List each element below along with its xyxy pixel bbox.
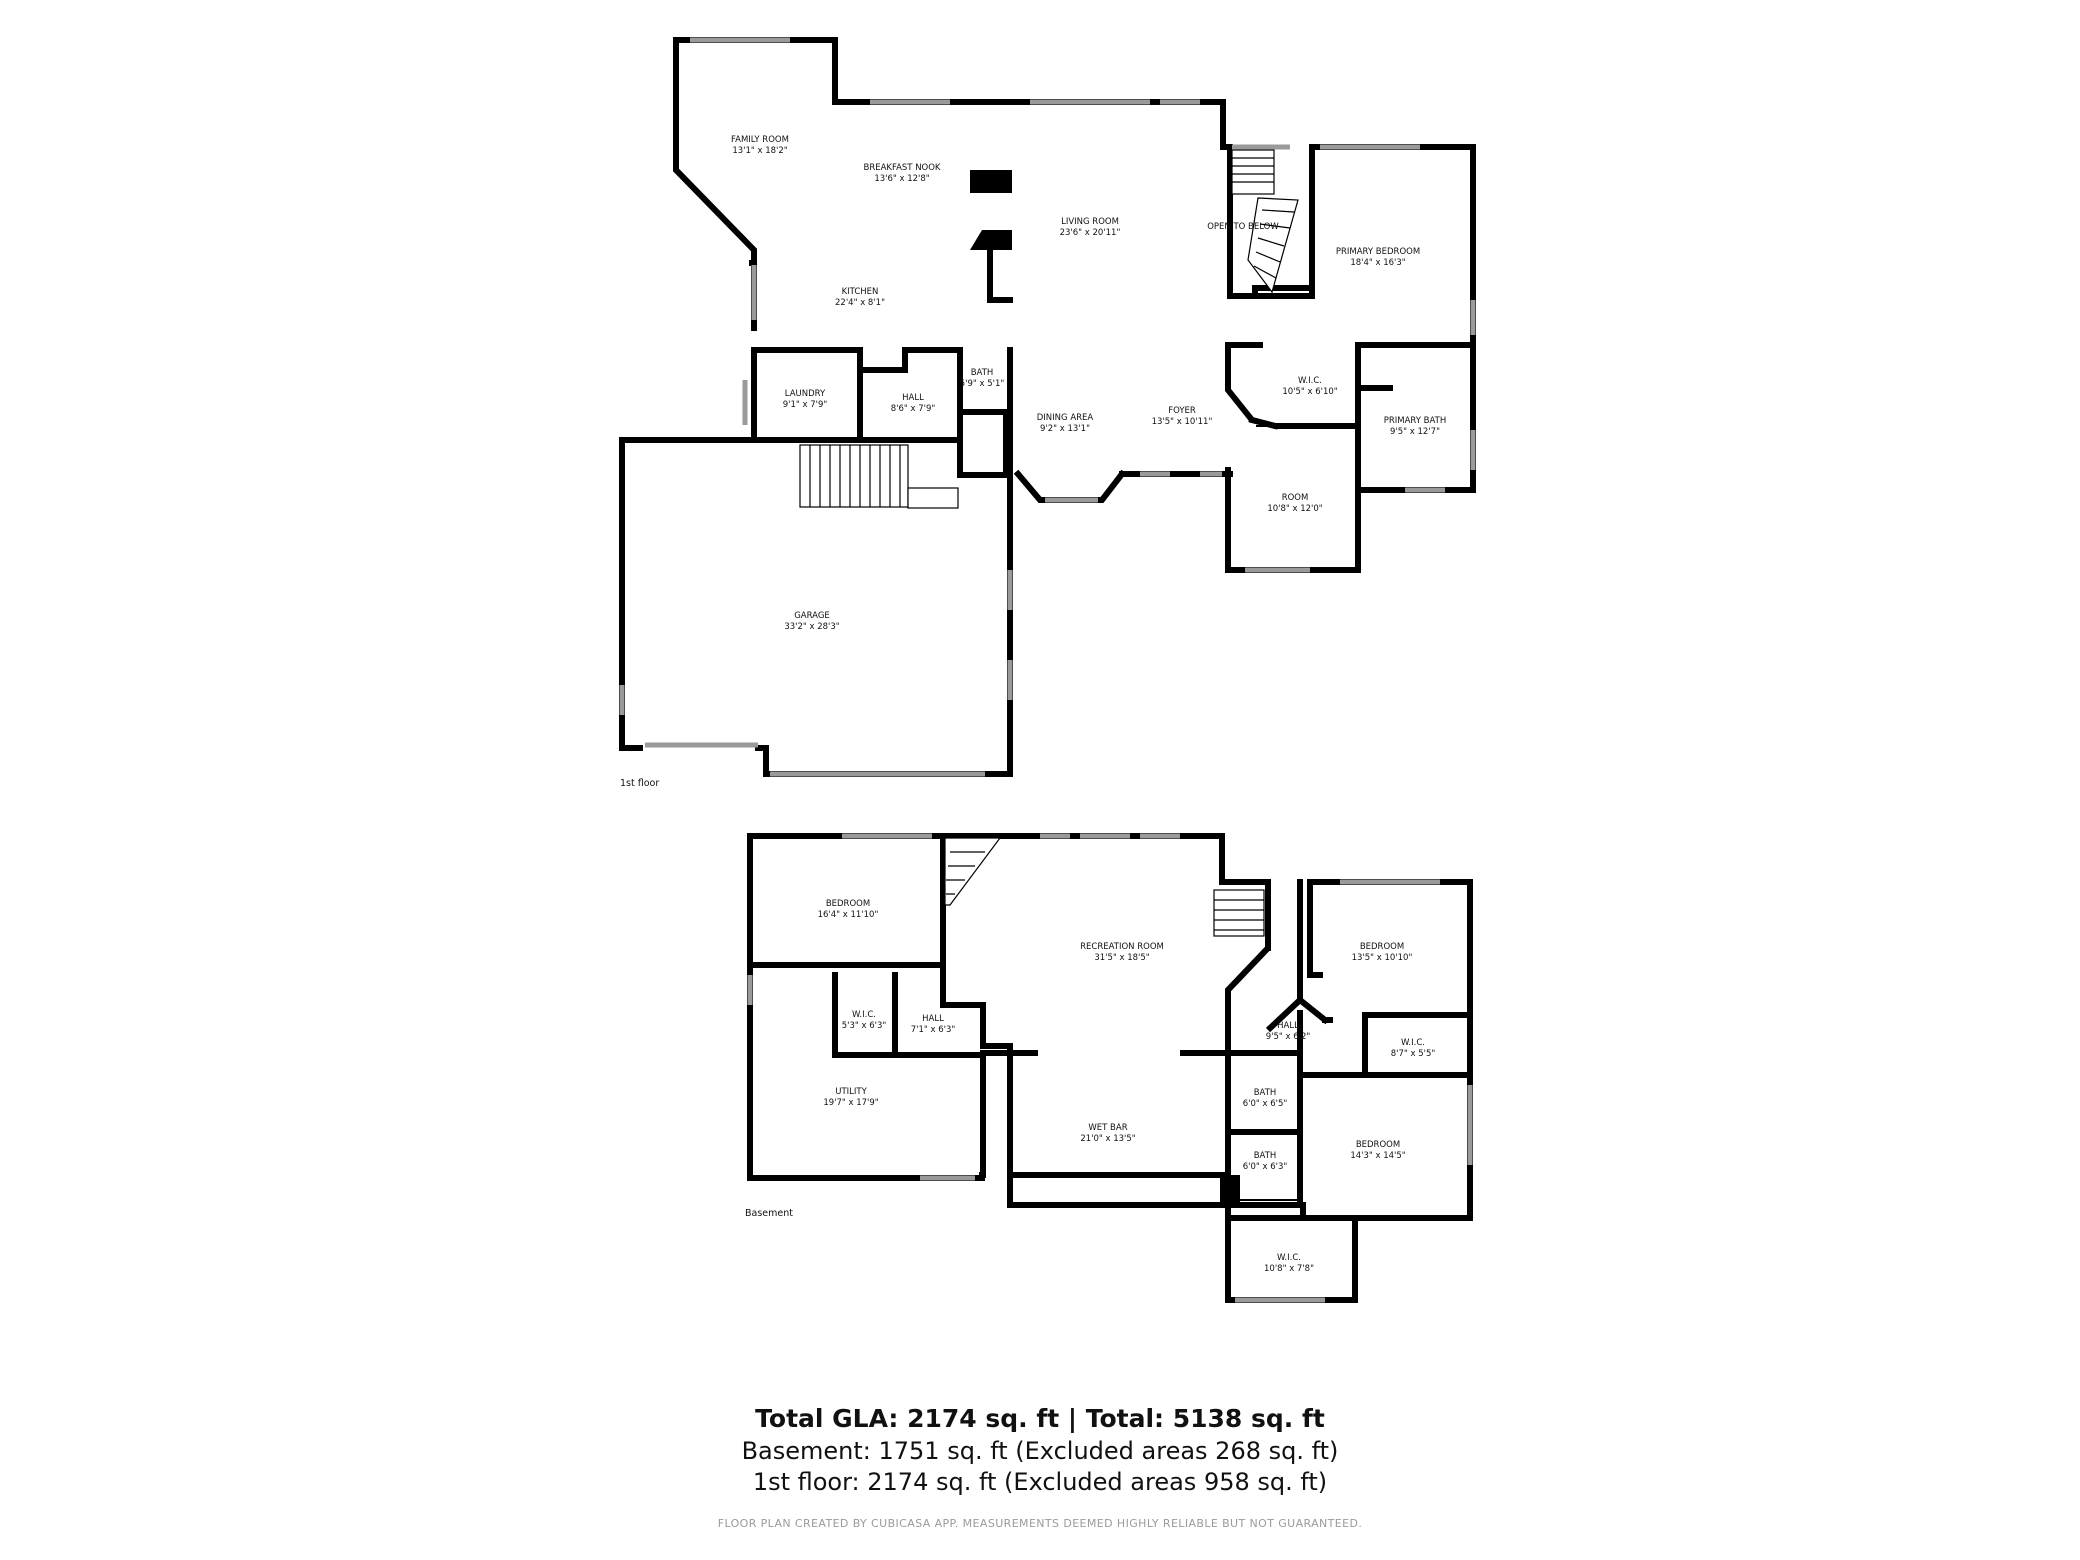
room-name: PRIMARY BATH [1384,416,1447,426]
room-name: PRIMARY BEDROOM [1336,247,1420,257]
room-label-open-to-below: OPEN TO BELOW [1207,222,1279,232]
summary-first-floor: 1st floor: 2174 sq. ft (Excluded areas 9… [752,1468,1328,1496]
room-name: LIVING ROOM [1061,217,1119,227]
room-size: 21'0" x 13'5" [1080,1134,1135,1144]
room-name: UTILITY [835,1087,867,1097]
room-size: 13'5" x 10'10" [1352,953,1413,963]
room-name: W.I.C. [1298,376,1322,386]
room-name: BATH [971,368,994,378]
room-size: 5'3" x 6'3" [842,1021,887,1031]
disclaimer: FLOOR PLAN CREATED BY CUBICASA APP. MEAS… [717,1517,1363,1530]
room-name: W.I.C. [1401,1038,1425,1048]
room-size: 8'6" x 7'9" [891,404,936,414]
room-label-wic-b3: W.I.C.10'8" x 7'8" [1264,1253,1314,1274]
room-size: 10'5" x 6'10" [1282,387,1337,397]
room-size: 14'3" x 14'5" [1350,1151,1405,1161]
room-size: 10'8" x 7'8" [1264,1264,1314,1274]
room-name: FOYER [1168,406,1196,416]
room-size: 22'4" x 8'1" [835,298,885,308]
room-size: 19'7" x 17'9" [823,1098,878,1108]
garage-stairs [799,444,959,509]
floor-label-first: 1st floor [620,778,659,789]
room-name: BEDROOM [1360,942,1404,952]
first-floor-plan [619,37,1476,777]
room-name: GARAGE [794,611,830,621]
room-name: DINING AREA [1037,413,1094,423]
basement-stairs [944,837,1265,937]
room-label-wic-b2: W.I.C.8'7" x 5'5" [1391,1038,1436,1059]
room-size: 13'5" x 10'11" [1152,417,1213,427]
room-size: 5'9" x 5'1" [960,379,1005,389]
room-label-wic-b1: W.I.C.5'3" x 6'3" [842,1010,887,1031]
room-name: RECREATION ROOM [1080,942,1164,952]
room-name: W.I.C. [852,1010,876,1020]
room-name: WET BAR [1088,1123,1127,1133]
room-name: ROOM [1282,493,1309,503]
room-name: BATH [1254,1151,1277,1161]
room-label-wic-1: W.I.C.10'5" x 6'10" [1282,376,1337,397]
room-name: BEDROOM [1356,1140,1400,1150]
room-size: 13'6" x 12'8" [874,174,929,184]
room-name: FAMILY ROOM [731,135,789,145]
basement-plan [747,833,1473,1303]
room-size: 23'6" x 20'11" [1060,228,1121,238]
room-size: 9'5" x 12'7" [1390,427,1440,437]
room-name: BEDROOM [826,899,870,909]
room-size: 18'4" x 16'3" [1350,258,1405,268]
room-name: KITCHEN [842,287,879,297]
first-floor-stairs [1231,149,1299,294]
room-size: 9'2" x 13'1" [1040,424,1090,434]
room-name: W.I.C. [1277,1253,1301,1263]
summary-basement: Basement: 1751 sq. ft (Excluded areas 26… [741,1437,1339,1465]
room-size: 7'1" x 6'3" [911,1025,956,1035]
room-size: 6'0" x 6'5" [1243,1099,1288,1109]
summary-total: Total GLA: 2174 sq. ft | Total: 5138 sq.… [755,1404,1325,1433]
room-name: OPEN TO BELOW [1207,222,1279,232]
room-name: HALL [1277,1021,1299,1031]
room-size: 8'7" x 5'5" [1391,1049,1436,1059]
first-floor-outer-wall [673,37,1476,573]
room-size: 13'1" x 18'2" [732,146,787,156]
room-size: 9'1" x 7'9" [783,400,828,410]
room-size: 6'0" x 6'3" [1243,1162,1288,1172]
room-name: BATH [1254,1088,1277,1098]
room-size: 10'8" x 12'0" [1267,504,1322,514]
room-name: HALL [922,1014,944,1024]
room-name: LAUNDRY [785,389,826,399]
room-name: BREAKFAST NOOK [863,163,940,173]
room-size: 33'2" x 28'3" [784,622,839,632]
room-size: 9'5" x 6'2" [1266,1032,1311,1042]
room-size: 31'5" x 18'5" [1094,953,1149,963]
room-name: HALL [902,393,924,403]
floor-label-basement: Basement [745,1208,793,1219]
room-size: 16'4" x 11'10" [818,910,879,920]
